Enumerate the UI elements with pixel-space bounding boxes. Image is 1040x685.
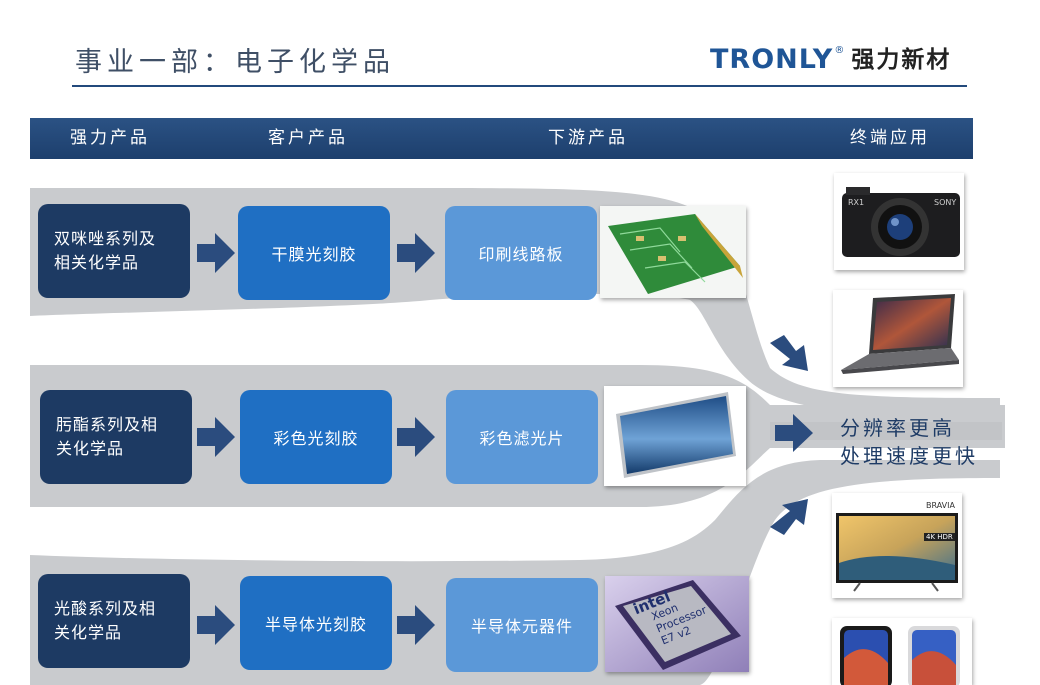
arrow-right-icon — [197, 605, 235, 645]
tv-brand: BRAVIA — [926, 501, 955, 510]
arrow-up-right-icon — [770, 499, 808, 535]
header-customer-products: 客户产品 — [268, 128, 348, 148]
camera-image: RX1 SONY — [834, 173, 964, 270]
tv-badge: 4K HDR — [924, 533, 955, 541]
product-box-row2: 肟酯系列及相 关化学品 — [40, 390, 192, 484]
arrow-right-icon — [197, 233, 235, 273]
arrow-right-icon — [197, 417, 235, 457]
arrow-right-icon — [397, 417, 435, 457]
camera-brand: SONY — [934, 198, 957, 207]
pcb-image — [600, 206, 746, 298]
smartphone-image — [832, 618, 972, 685]
product-label-line1: 肟酯系列及相 — [56, 415, 159, 434]
downstream-box-row2: 彩色滤光片 — [446, 390, 598, 484]
lcd-panel-icon — [604, 386, 746, 486]
header-downstream-products: 下游产品 — [548, 128, 628, 148]
arrow-down-right-icon — [770, 335, 808, 371]
cpu-chip-icon — [605, 576, 749, 672]
tv-icon — [832, 493, 962, 598]
laptop-icon — [833, 290, 963, 387]
lcd-panel-image — [604, 386, 746, 486]
slide-title: 事业一部：电子化学品 — [75, 47, 395, 78]
tv-image: BRAVIA 4K HDR — [832, 493, 962, 598]
arrow-right-icon — [397, 233, 435, 273]
customer-box-row3: 半导体光刻胶 — [240, 576, 392, 670]
tronly-logo: TRONLY ® 强力新材 — [710, 44, 951, 76]
downstream-box-row1: 印刷线路板 — [445, 206, 597, 300]
customer-box-row1: 干膜光刻胶 — [238, 206, 390, 300]
logo-brand: TRONLY — [710, 44, 834, 75]
pcb-board-icon — [600, 206, 746, 298]
result-line2: 处理速度更快 — [840, 444, 978, 468]
smartphone-icon — [832, 618, 972, 685]
cpu-chip-image: intel Xeon Processor E7 v2 — [605, 576, 749, 672]
arrow-right-icon — [775, 414, 813, 452]
camera-icon — [834, 173, 964, 270]
camera-model: RX1 — [848, 198, 865, 207]
customer-box-row2: 彩色光刻胶 — [240, 390, 392, 484]
column-header-bar: 强力产品 客户产品 下游产品 终端应用 — [30, 118, 973, 159]
header-strongly-products: 强力产品 — [70, 128, 150, 148]
title-divider — [72, 85, 967, 87]
product-box-row3: 光酸系列及相 关化学品 — [38, 574, 190, 668]
header-end-applications: 终端应用 — [850, 128, 930, 148]
downstream-box-row3: 半导体元器件 — [446, 578, 598, 672]
product-label-line2: 相关化学品 — [54, 253, 140, 272]
product-label-line1: 光酸系列及相 — [54, 599, 157, 618]
logo-reg-mark: ® — [834, 45, 845, 56]
product-label-line2: 关化学品 — [56, 439, 125, 458]
result-line1: 分辨率更高 — [840, 416, 955, 440]
laptop-image — [833, 290, 963, 387]
product-box-row1: 双咪唑系列及 相关化学品 — [38, 204, 190, 298]
product-label-line2: 关化学品 — [54, 623, 123, 642]
arrow-right-icon — [397, 605, 435, 645]
logo-name-cn: 强力新材 — [851, 47, 952, 73]
product-label-line1: 双咪唑系列及 — [54, 229, 157, 248]
